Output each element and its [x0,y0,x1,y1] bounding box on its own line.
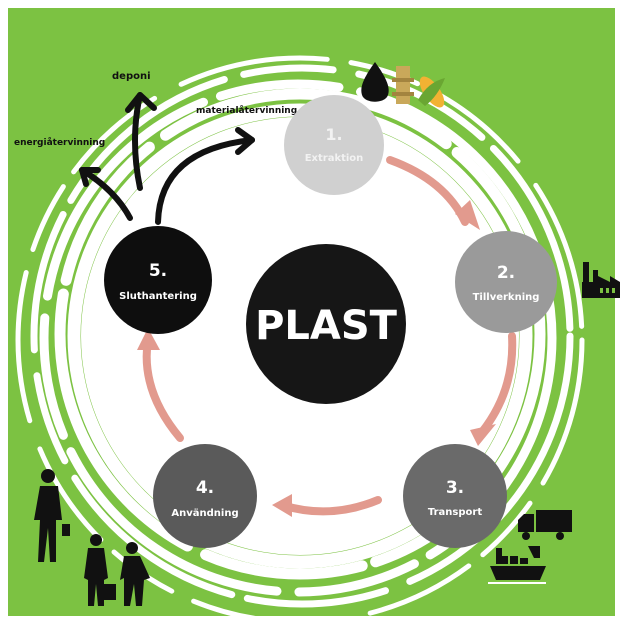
stage-4-circle [153,444,257,548]
arrow-3-to-4 [278,496,382,516]
arrow-2-to-3 [478,332,517,436]
stage-1-number: 1. [325,125,342,144]
factory-icon [582,262,620,298]
stage-2-number: 2. [497,263,515,283]
outcome-energi-label: energiåtervinning [14,137,105,148]
people-silhouettes-icon [34,469,150,606]
stage-1-circle [284,95,384,195]
arrowhead-4 [272,494,292,517]
stage-1-label: Extraktion [305,153,364,164]
center-circle [246,244,406,404]
outcome-deponi-label: deponi [112,71,151,82]
stage-3-label: Transport [428,507,482,518]
arrowhead-2 [455,200,480,230]
outcome-arrows [79,92,255,225]
arrow-material [155,137,255,225]
center-title: PLAST [255,303,398,349]
stage-4-node: 4. Användning [153,444,257,548]
stage-5-number: 5. [149,261,167,281]
arrow-4-to-5 [142,336,184,442]
arrow-deponi [132,92,143,191]
stage-1-node: 1. Extraktion [284,95,384,195]
stage-2-node: 2. Tillverkning [455,231,557,333]
stage-5-node: 5. Sluthantering [104,226,212,334]
stage-4-number: 4. [196,478,214,498]
truck-icon [518,510,572,540]
stage-5-circle [104,226,212,334]
stage-2-circle [455,231,557,333]
outcome-material-label: materialåtervinning [196,105,297,116]
stage-3-number: 3. [446,478,464,498]
arrow-energi [79,167,133,221]
stage-5-label: Sluthantering [119,291,197,302]
center-node: PLAST [246,244,406,404]
cargo-ship-icon [488,546,546,584]
arrowhead-5 [137,328,160,350]
stage-3-circle [403,444,507,548]
corn-icon [418,76,445,108]
arrowhead-3 [470,424,496,446]
stage-3-node: 3. Transport [403,444,507,548]
cycle-arrowheads [137,200,496,517]
oil-drop-icon [361,62,389,102]
stage-2-label: Tillverkning [473,292,540,303]
stage-4-label: Användning [171,508,238,519]
crop-bundle-icon [392,66,414,104]
